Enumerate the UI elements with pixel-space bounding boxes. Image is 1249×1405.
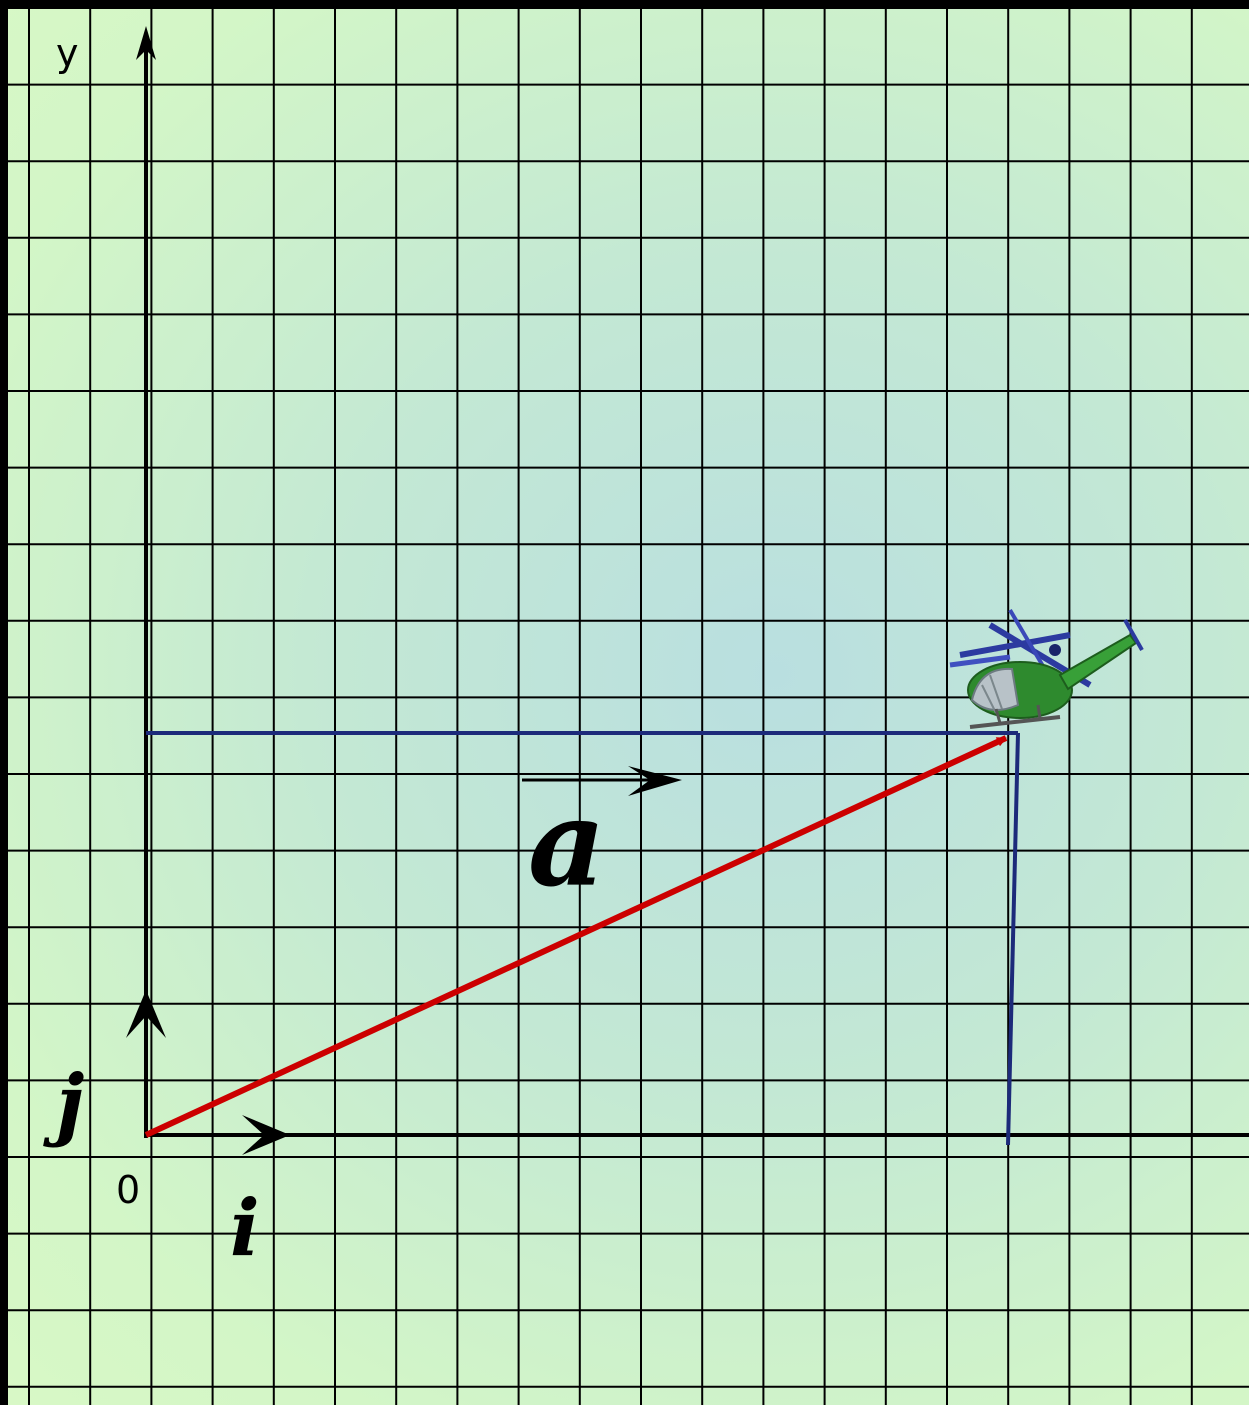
y-axis-label: y (56, 31, 79, 75)
unit-i-label: i (230, 1183, 260, 1274)
vector-a (144, 735, 1008, 1138)
vector-a-overline-arrow (522, 766, 682, 796)
unit-vector-i-arrow (146, 1115, 290, 1155)
helicopter-icon (949, 608, 1144, 729)
unit-j-label: j (43, 1058, 84, 1149)
vector-a-label: a (528, 773, 606, 914)
origin-label: 0 (116, 1168, 140, 1212)
unit-vector-j-arrow (126, 990, 166, 1135)
projection-line-vertical (1006, 732, 1020, 1146)
y-axis-arrowhead (136, 26, 156, 60)
